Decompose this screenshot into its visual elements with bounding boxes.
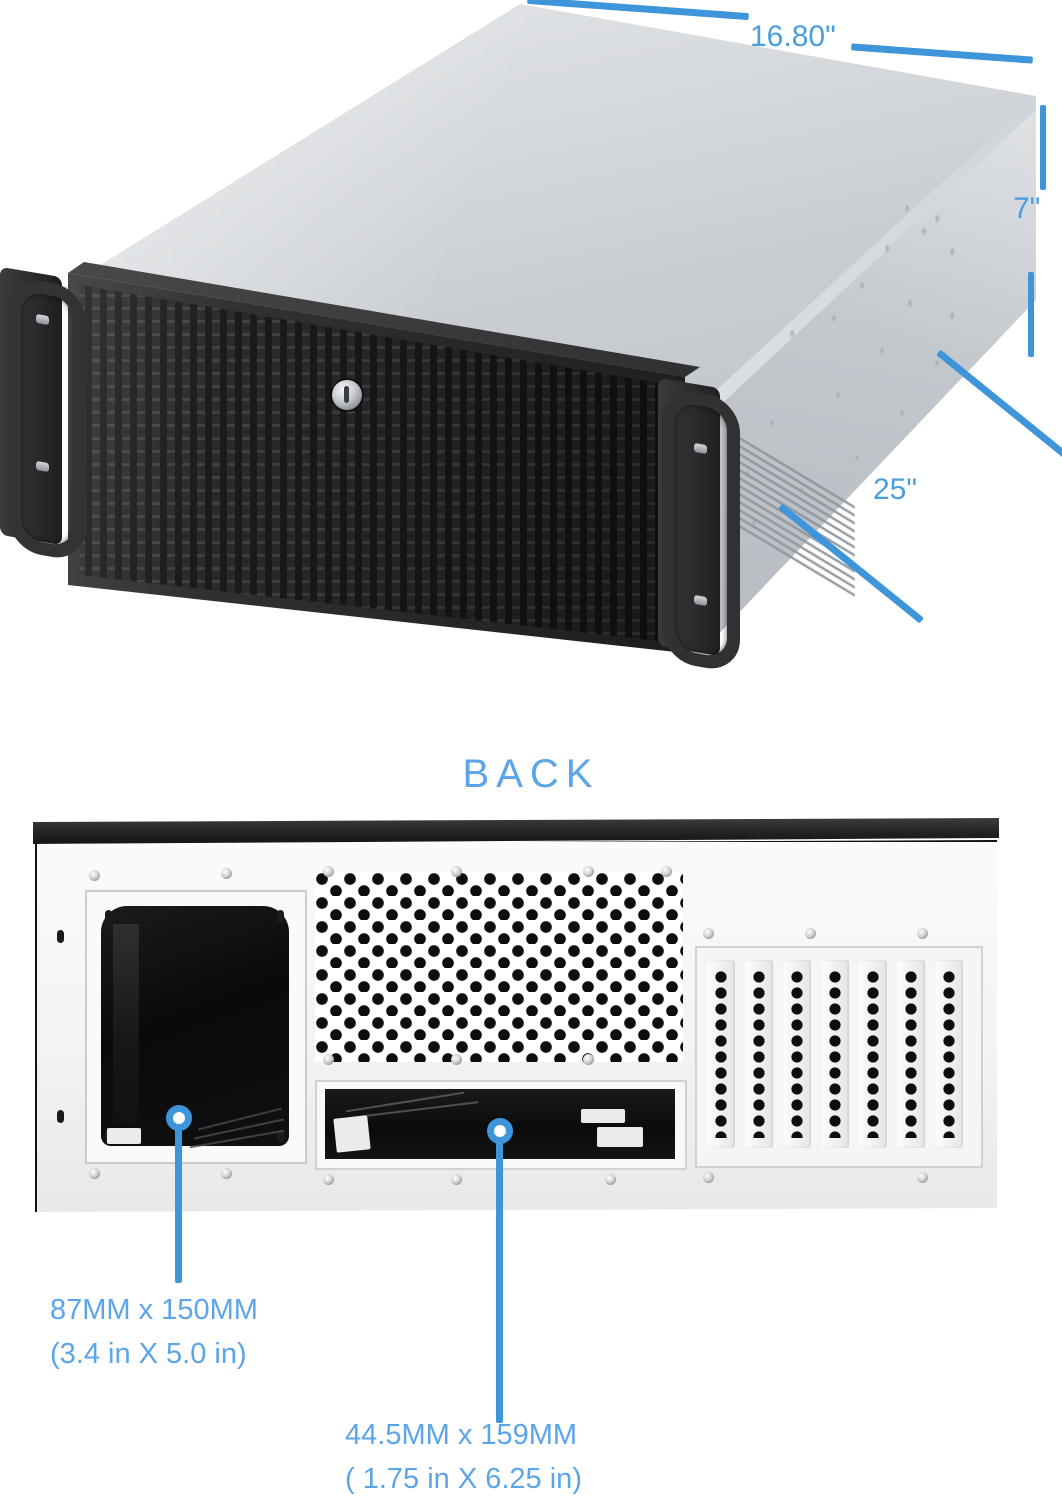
psu-connector bbox=[107, 1128, 141, 1144]
pci-slot-cover bbox=[821, 960, 849, 1148]
panel-screw bbox=[583, 1054, 594, 1065]
panel-screw bbox=[917, 1172, 928, 1183]
side-screw bbox=[726, 560, 731, 568]
rack-handle-right[interactable] bbox=[662, 386, 740, 674]
panel-screw bbox=[703, 928, 714, 939]
side-screw bbox=[950, 248, 955, 256]
back-view-title: BACK bbox=[462, 752, 600, 796]
side-screw bbox=[752, 520, 757, 528]
callout-label-psu: 87MM x 150MM (3.4 in X 5.0 in) bbox=[50, 1288, 258, 1376]
psu-vent-hole bbox=[105, 910, 112, 923]
psu-bay-opening bbox=[101, 906, 289, 1146]
side-screw bbox=[900, 410, 905, 418]
panel-screw bbox=[451, 866, 462, 877]
callout-leader-psu bbox=[175, 1128, 182, 1283]
callout-io-imperial: ( 1.75 in X 6.25 in) bbox=[345, 1463, 582, 1495]
side-screw bbox=[935, 360, 940, 368]
width-dimension-line-right bbox=[850, 43, 1034, 64]
internal-cable bbox=[349, 1101, 479, 1119]
front-bezel-assembly bbox=[40, 255, 730, 675]
panel-screw bbox=[323, 1174, 334, 1185]
height-dimension-line-top bbox=[1040, 105, 1046, 190]
panel-vent-hole bbox=[57, 1110, 64, 1123]
panel-screw bbox=[323, 1054, 334, 1065]
pci-slot-cover bbox=[783, 960, 811, 1148]
panel-screw bbox=[605, 1174, 616, 1185]
depth-dimension-label: 25" bbox=[873, 473, 918, 506]
callout-leader-io bbox=[496, 1141, 503, 1423]
side-screw bbox=[950, 312, 955, 320]
pci-slot-cover bbox=[897, 960, 925, 1148]
side-screw bbox=[860, 282, 865, 290]
side-screw bbox=[790, 330, 795, 338]
callout-label-io: 44.5MM x 159MM ( 1.75 in X 6.25 in) bbox=[345, 1413, 582, 1501]
bezel-keylock-icon[interactable] bbox=[332, 380, 362, 410]
power-connector bbox=[333, 1115, 371, 1153]
width-dimension-label: 16.80" bbox=[750, 20, 836, 53]
fan-mesh-vent bbox=[315, 872, 683, 1062]
panel-screw bbox=[661, 866, 672, 877]
callout-dot-psu[interactable] bbox=[166, 1105, 192, 1131]
side-screw bbox=[855, 455, 860, 463]
pci-slot-bank bbox=[695, 946, 983, 1168]
psu-vent-hole bbox=[277, 1130, 284, 1143]
side-screw bbox=[832, 315, 837, 323]
height-dimension-line-bottom bbox=[1028, 272, 1034, 357]
panel-screw bbox=[583, 866, 594, 877]
side-screw bbox=[836, 392, 841, 400]
back-panel-plate bbox=[35, 840, 997, 1212]
pci-slot-cover bbox=[935, 960, 963, 1148]
panel-screw bbox=[89, 1168, 100, 1179]
side-screw bbox=[885, 245, 890, 253]
callout-psu-imperial: (3.4 in X 5.0 in) bbox=[50, 1338, 247, 1370]
side-screw bbox=[880, 348, 885, 356]
fan-connector bbox=[581, 1109, 625, 1123]
side-screw bbox=[908, 300, 913, 308]
psu-vent-hole bbox=[277, 910, 284, 923]
chassis-back-panel bbox=[33, 818, 999, 1218]
panel-screw bbox=[221, 868, 232, 879]
chassis-three-quarter-view: 16.80" 7" 25" bbox=[0, 0, 1062, 720]
pci-slot-cover bbox=[859, 960, 887, 1148]
side-screw bbox=[770, 420, 775, 428]
back-top-rail bbox=[33, 818, 999, 844]
panel-screw bbox=[89, 870, 100, 881]
panel-screw bbox=[451, 1174, 462, 1185]
panel-screw bbox=[805, 928, 816, 939]
callout-psu-metric: 87MM x 150MM bbox=[50, 1294, 258, 1326]
pci-slot-cover bbox=[745, 960, 773, 1148]
panel-vent-hole bbox=[57, 930, 64, 943]
panel-screw bbox=[323, 866, 334, 877]
side-screw bbox=[905, 205, 910, 213]
callout-io-metric: 44.5MM x 159MM bbox=[345, 1419, 578, 1451]
height-dimension-label: 7" bbox=[1013, 192, 1041, 225]
callout-dot-io[interactable] bbox=[487, 1118, 513, 1144]
side-screw bbox=[922, 228, 927, 236]
side-screw bbox=[935, 215, 940, 223]
pci-slot-cover bbox=[707, 960, 735, 1148]
panel-screw bbox=[917, 928, 928, 939]
panel-screw bbox=[451, 1054, 462, 1065]
depth-dimension-line-upper bbox=[936, 349, 1062, 470]
panel-screw bbox=[221, 1168, 232, 1179]
panel-screw bbox=[703, 1172, 714, 1183]
psu-bay-frame bbox=[85, 890, 307, 1164]
molex-connector bbox=[597, 1127, 643, 1147]
